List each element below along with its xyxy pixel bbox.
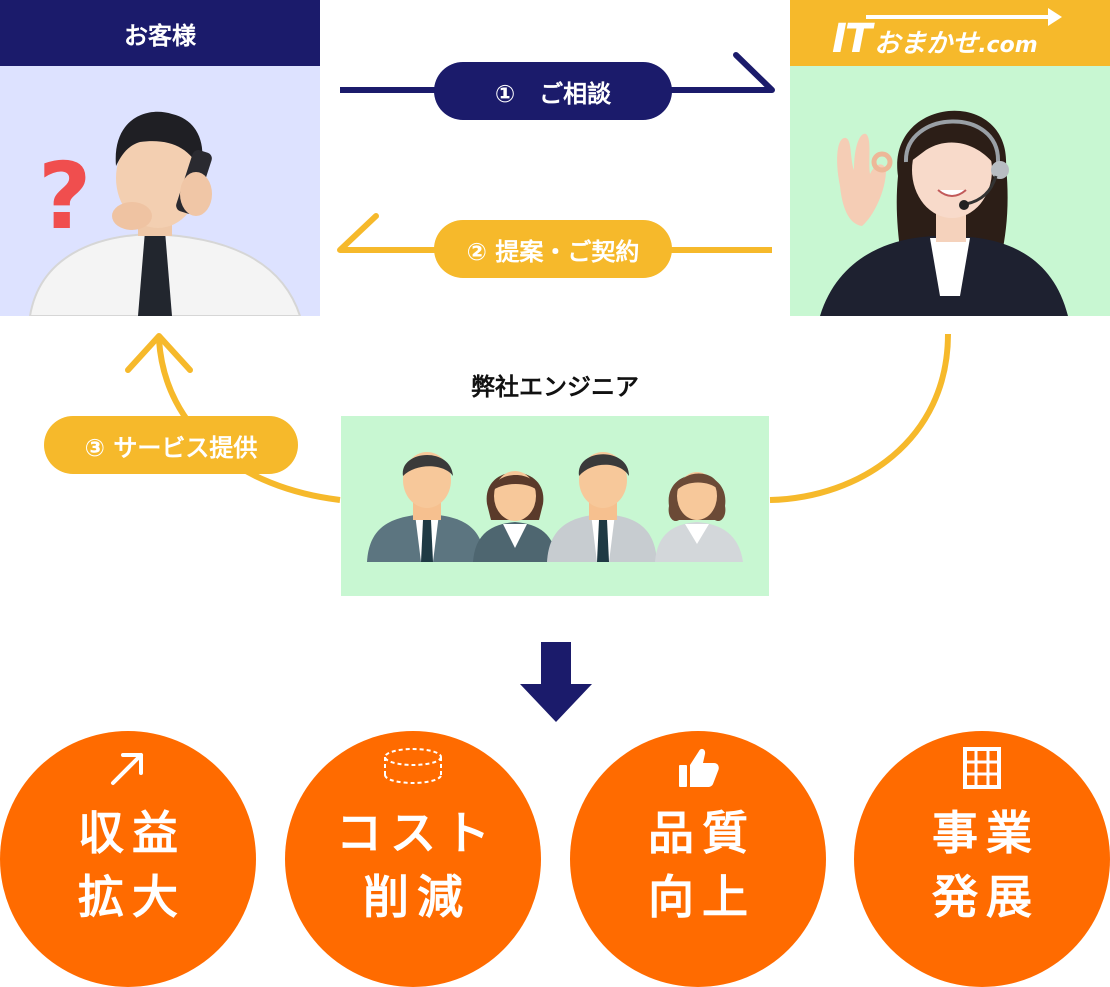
logo-text: おまかせ [874, 29, 979, 59]
benefit-revenue-text: 収益 拡大 [0, 801, 256, 929]
engineer-woman-2 [655, 472, 743, 562]
provider-photo [790, 66, 1110, 316]
benefit-cost: コスト 削減 [285, 731, 541, 987]
step-proposal-label: ② 提案・ご契約 [466, 237, 640, 266]
engineers-team-icon [367, 452, 743, 562]
step-service-label: ③ サービス提供 [84, 433, 258, 462]
benefit-growth-line-1: 事業 [932, 806, 1040, 860]
building-icon [963, 747, 1001, 789]
engineer-man-1 [367, 452, 485, 562]
benefit-quality-line-1: 品質 [648, 806, 756, 860]
coin-stack-icon [384, 748, 442, 784]
logo-it: IT [832, 16, 872, 62]
engineer-woman-1 [473, 471, 557, 562]
benefit-growth-text: 事業 発展 [854, 801, 1110, 929]
benefit-revenue: 収益 拡大 [0, 731, 256, 987]
benefit-quality: 品質 向上 [570, 731, 826, 987]
step-proposal-pill: ② 提案・ご契約 [434, 220, 672, 278]
result-down-arrow [520, 642, 592, 722]
question-mark-icon: ? [38, 143, 91, 250]
benefit-cost-line-1: コスト [336, 806, 498, 860]
customer-photo: ? [0, 66, 320, 317]
engineers-label: 弊社エンジニア [471, 373, 639, 401]
provider-header: IT おまかせ .com [790, 0, 1110, 66]
step-consult-label: ① ご相談 [494, 79, 612, 108]
engineer-man-2 [547, 452, 657, 562]
step-consult-pill: ① ご相談 [434, 62, 672, 120]
service-arrow-head [125, 333, 193, 373]
assign-connector [769, 333, 951, 503]
provider-logo: IT おまかせ .com [832, 16, 1038, 62]
proposal-arrow-head [337, 213, 379, 253]
trend-arrow-icon [111, 753, 143, 785]
logo-domain: .com [978, 33, 1038, 58]
customer-header: お客様 [0, 0, 320, 66]
customer-panel: お客様 ? [0, 0, 320, 317]
benefit-revenue-line-2: 拡大 [78, 870, 186, 924]
consult-arrow-head [733, 52, 775, 93]
benefit-cost-text: コスト 削減 [285, 801, 541, 929]
benefit-revenue-line-1: 収益 [78, 806, 186, 860]
benefit-growth-line-2: 発展 [932, 870, 1040, 924]
thumbs-up-icon [679, 748, 719, 787]
engineers-panel [341, 416, 769, 596]
confused-man-illustration: ? [0, 66, 320, 317]
provider-logo-underline [866, 8, 1062, 26]
benefit-cost-line-2: 削減 [363, 870, 471, 924]
step-service-pill: ③ サービス提供 [44, 416, 298, 474]
benefit-quality-line-2: 向上 [648, 870, 756, 924]
customer-label: お客様 [124, 21, 196, 50]
operator-woman-illustration [790, 66, 1110, 316]
benefit-growth: 事業 発展 [854, 731, 1110, 987]
benefit-quality-text: 品質 向上 [570, 801, 826, 929]
provider-panel: IT おまかせ .com [790, 0, 1110, 316]
